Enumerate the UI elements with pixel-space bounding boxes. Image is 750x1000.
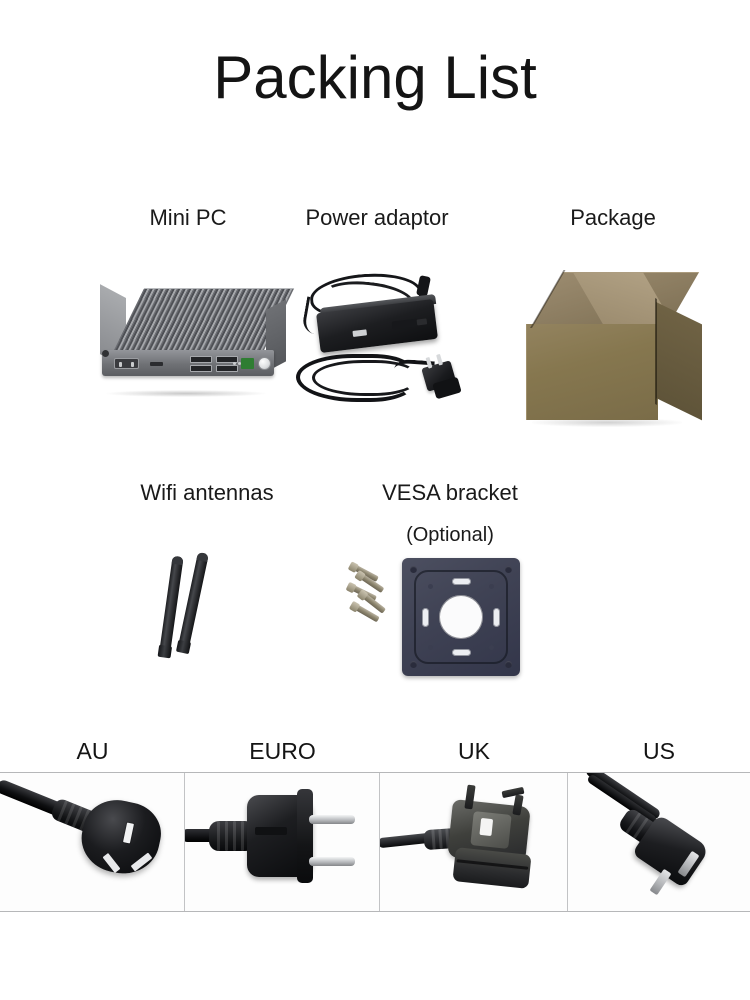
uk-plug-face bbox=[470, 811, 512, 849]
wifi-antennas-image bbox=[152, 548, 262, 668]
item-package: Package bbox=[508, 205, 718, 231]
ac-cord-loop-inner bbox=[312, 360, 416, 396]
item-vesa-bracket: VESA bracket (Optional) bbox=[345, 480, 555, 547]
plug-cell-uk bbox=[380, 773, 568, 911]
plate-groove bbox=[414, 570, 508, 664]
plate-inner-hole-1 bbox=[428, 584, 433, 589]
vga-port-icon bbox=[114, 358, 139, 369]
mini-pc-shadow bbox=[106, 390, 266, 397]
plug-label-uk: UK bbox=[458, 738, 490, 764]
plate-corner-hole-3 bbox=[410, 661, 417, 668]
plug-label-au: AU bbox=[76, 738, 109, 764]
plate-keyhole-right bbox=[493, 608, 500, 627]
front-slot-icon bbox=[150, 362, 163, 366]
item-power-adaptor: Power adaptor bbox=[272, 205, 482, 231]
box-corner-seam-right bbox=[655, 298, 657, 405]
cardboard-box-image bbox=[518, 262, 708, 442]
plug-cell-euro bbox=[185, 773, 380, 911]
plate-corner-hole-4 bbox=[505, 661, 512, 668]
plate-corner-hole-2 bbox=[505, 566, 512, 573]
plate-keyhole-top bbox=[452, 578, 471, 585]
mini-pc-body bbox=[100, 284, 295, 390]
plate-corner-hole-1 bbox=[410, 566, 417, 573]
plate-center-hole bbox=[439, 595, 483, 639]
item-label-mini-pc: Mini PC bbox=[149, 205, 227, 230]
mounting-screws-icon bbox=[348, 564, 400, 624]
power-button-icon bbox=[258, 357, 271, 370]
usb-port-pair-1 bbox=[190, 356, 212, 373]
box-shadow bbox=[532, 418, 682, 427]
product-row-2: Wifi antennas VESA bracket (Optional) bbox=[0, 480, 750, 695]
plate-inner-hole-3 bbox=[428, 645, 433, 650]
led-indicator-2 bbox=[238, 362, 241, 365]
product-row-1: Mini PC Power adaptor Package bbox=[0, 205, 750, 450]
item-wifi-antennas: Wifi antennas bbox=[102, 480, 312, 506]
vesa-bracket-image bbox=[340, 556, 540, 681]
box-front-face bbox=[526, 324, 658, 420]
ac-cord-loop-outer bbox=[296, 354, 414, 402]
plate-keyhole-left bbox=[422, 608, 429, 627]
item-label-vesa-bracket: VESA bracket bbox=[382, 480, 518, 505]
plug-label-euro: EURO bbox=[249, 738, 316, 764]
plug-cell-us bbox=[568, 773, 750, 911]
box-side-face bbox=[656, 302, 702, 421]
euro-pin-top bbox=[309, 815, 355, 824]
plug-label-row: AU EURO UK US bbox=[0, 737, 750, 772]
au-plug-body bbox=[75, 793, 167, 881]
euro-plug-recess bbox=[255, 827, 287, 835]
plate-keyhole-bottom bbox=[452, 649, 471, 656]
led-indicator-1 bbox=[233, 362, 236, 365]
item-label-package: Package bbox=[570, 205, 656, 230]
us-blade-left bbox=[649, 868, 672, 896]
mini-pc-front-panel bbox=[102, 350, 274, 376]
plug-image-strip bbox=[0, 772, 750, 912]
vesa-mounting-plate bbox=[402, 558, 520, 676]
item-label-power-adaptor: Power adaptor bbox=[305, 205, 449, 230]
terminal-block-icon bbox=[241, 358, 254, 369]
audio-jack-icon bbox=[102, 350, 109, 357]
plug-cell-au bbox=[0, 773, 185, 911]
page-title: Packing List bbox=[213, 44, 537, 111]
plate-inner-hole-2 bbox=[489, 584, 494, 589]
power-adaptor-image bbox=[282, 268, 472, 418]
item-label-wifi-antennas: Wifi antennas bbox=[140, 480, 274, 505]
antenna-2 bbox=[175, 551, 209, 655]
uk-plug-base bbox=[452, 847, 532, 889]
plug-label-us: US bbox=[643, 738, 675, 764]
euro-pin-bottom bbox=[309, 857, 355, 866]
plate-inner-hole-4 bbox=[489, 645, 494, 650]
item-sublabel-optional: (Optional) bbox=[406, 524, 494, 547]
euro-plug-flange bbox=[297, 789, 313, 883]
usb-port-pair-2 bbox=[216, 356, 238, 373]
mini-pc-image bbox=[88, 272, 295, 417]
item-mini-pc: Mini PC bbox=[88, 205, 288, 231]
